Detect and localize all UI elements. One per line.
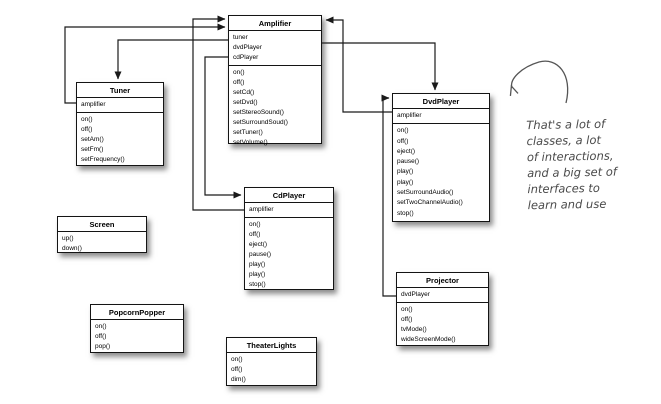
class-name: Amplifier [229, 16, 321, 31]
class-name: TheaterLights [227, 338, 316, 353]
class-method: on() [397, 127, 409, 135]
class-method: off() [401, 316, 413, 323]
class-method: setFrequency() [81, 156, 125, 163]
hand-drawn-curved-arrow-icon [512, 60, 569, 104]
class-methods-compartment: on() off() dim() [227, 353, 316, 387]
class-method: setDvd() [233, 99, 258, 106]
class-attributes-compartment: amplifier [245, 203, 333, 218]
class-methods-compartment: on() off() pop() [91, 320, 183, 354]
class-method: off() [231, 366, 243, 373]
class-method: on() [231, 356, 243, 363]
class-name: DvdPlayer [393, 94, 489, 109]
association-amplifier-tuner [114, 39, 228, 80]
class-method: setVolume() [233, 139, 268, 146]
class-method: off() [249, 231, 261, 238]
class-method: off() [95, 333, 107, 340]
class-attribute: dvdPlayer [233, 44, 262, 51]
class-method: setTuner() [233, 129, 263, 136]
class-methods-compartment: up() down() [58, 232, 146, 256]
class-method: on() [249, 221, 261, 228]
class-method: up() [62, 235, 74, 242]
class-box-popcornpopper: PopcornPopper on() off() pop() [90, 304, 184, 353]
class-method: off() [81, 126, 93, 133]
class-method: eject() [249, 241, 268, 248]
class-attribute: dvdPlayer [401, 291, 430, 298]
class-method: dim() [231, 376, 246, 383]
class-methods-compartment: on() off() eject() pause() play() play() setSu… [393, 124, 489, 221]
class-box-dvdplayer: DvdPlayer amplifier on() off() eject() pause(… [392, 93, 490, 222]
class-attributes-compartment: tuner dvdPlayer cdPlayer [229, 31, 321, 66]
class-methods-compartment: on() off() eject() pause() play() play() stop(… [245, 218, 333, 292]
class-name: PopcornPopper [91, 305, 183, 320]
class-name: Projector [397, 273, 488, 288]
class-attribute: cdPlayer [233, 54, 259, 61]
association-dvdplayer-amplifier [325, 16, 392, 113]
class-method: stop() [249, 281, 266, 288]
class-method: off() [233, 79, 245, 86]
class-attributes-compartment: amplifier [393, 109, 489, 124]
class-method: down() [62, 245, 82, 252]
class-methods-compartment: on() off() tvMode() wideScreenMode() [397, 303, 488, 347]
class-method: setAm() [81, 136, 104, 143]
class-method: on() [95, 323, 107, 330]
class-box-amplifier: Amplifier tuner dvdPlayer cdPlayer on() off()… [228, 15, 322, 146]
class-method: setSurroundAudio() [397, 189, 454, 197]
class-name: Tuner [77, 83, 163, 98]
class-method: setFm() [81, 146, 104, 153]
class-method: setCd() [233, 89, 255, 96]
class-method: stop() [397, 209, 414, 217]
class-method: tvMode() [401, 326, 427, 333]
class-method: setSurroundSoud() [233, 119, 288, 126]
class-methods-compartment: on() off() setAm() setFm() setFrequency() [77, 113, 163, 167]
class-box-theaterlights: TheaterLights on() off() dim() [226, 337, 317, 386]
class-attributes-compartment: amplifier [77, 98, 163, 113]
class-method: pause() [249, 251, 272, 258]
class-method: on() [401, 306, 413, 313]
class-attribute: tuner [233, 34, 248, 41]
class-method: on() [233, 69, 245, 76]
class-box-tuner: Tuner amplifier on() off() setAm() setFm() set… [76, 82, 164, 166]
class-attribute: amplifier [249, 206, 274, 213]
class-box-screen: Screen up() down() [57, 216, 147, 253]
class-attributes-compartment: dvdPlayer [397, 288, 488, 303]
class-method: pop() [95, 343, 111, 350]
class-attribute: amplifier [81, 101, 106, 108]
class-method: on() [81, 116, 93, 123]
class-method: off() [397, 137, 409, 145]
class-method: setTwoChannelAudio() [397, 199, 463, 207]
class-box-projector: Projector dvdPlayer on() off() tvMode() wideS… [396, 272, 489, 346]
class-method: setStereoSound() [233, 109, 284, 116]
class-method: play() [249, 261, 266, 268]
association-amplifier-dvdplayer [322, 42, 439, 91]
class-name: Screen [58, 217, 146, 232]
class-box-cdplayer: CdPlayer amplifier on() off() eject() pause()… [244, 187, 334, 290]
annotation-note-line: learn and use [527, 196, 607, 213]
annotation-note: That's a lot of classes, a lot of intera… [526, 115, 658, 213]
class-method: play() [397, 178, 414, 186]
class-attribute: amplifier [397, 112, 422, 119]
class-name: CdPlayer [245, 188, 333, 203]
class-method: play() [249, 271, 266, 278]
class-method: pause() [397, 158, 420, 166]
class-method: wideScreenMode() [401, 336, 456, 343]
class-method: play() [397, 168, 414, 176]
class-methods-compartment: on() off() setCd() setDvd() setStereoSound()… [229, 66, 321, 150]
class-method: eject() [397, 147, 416, 155]
